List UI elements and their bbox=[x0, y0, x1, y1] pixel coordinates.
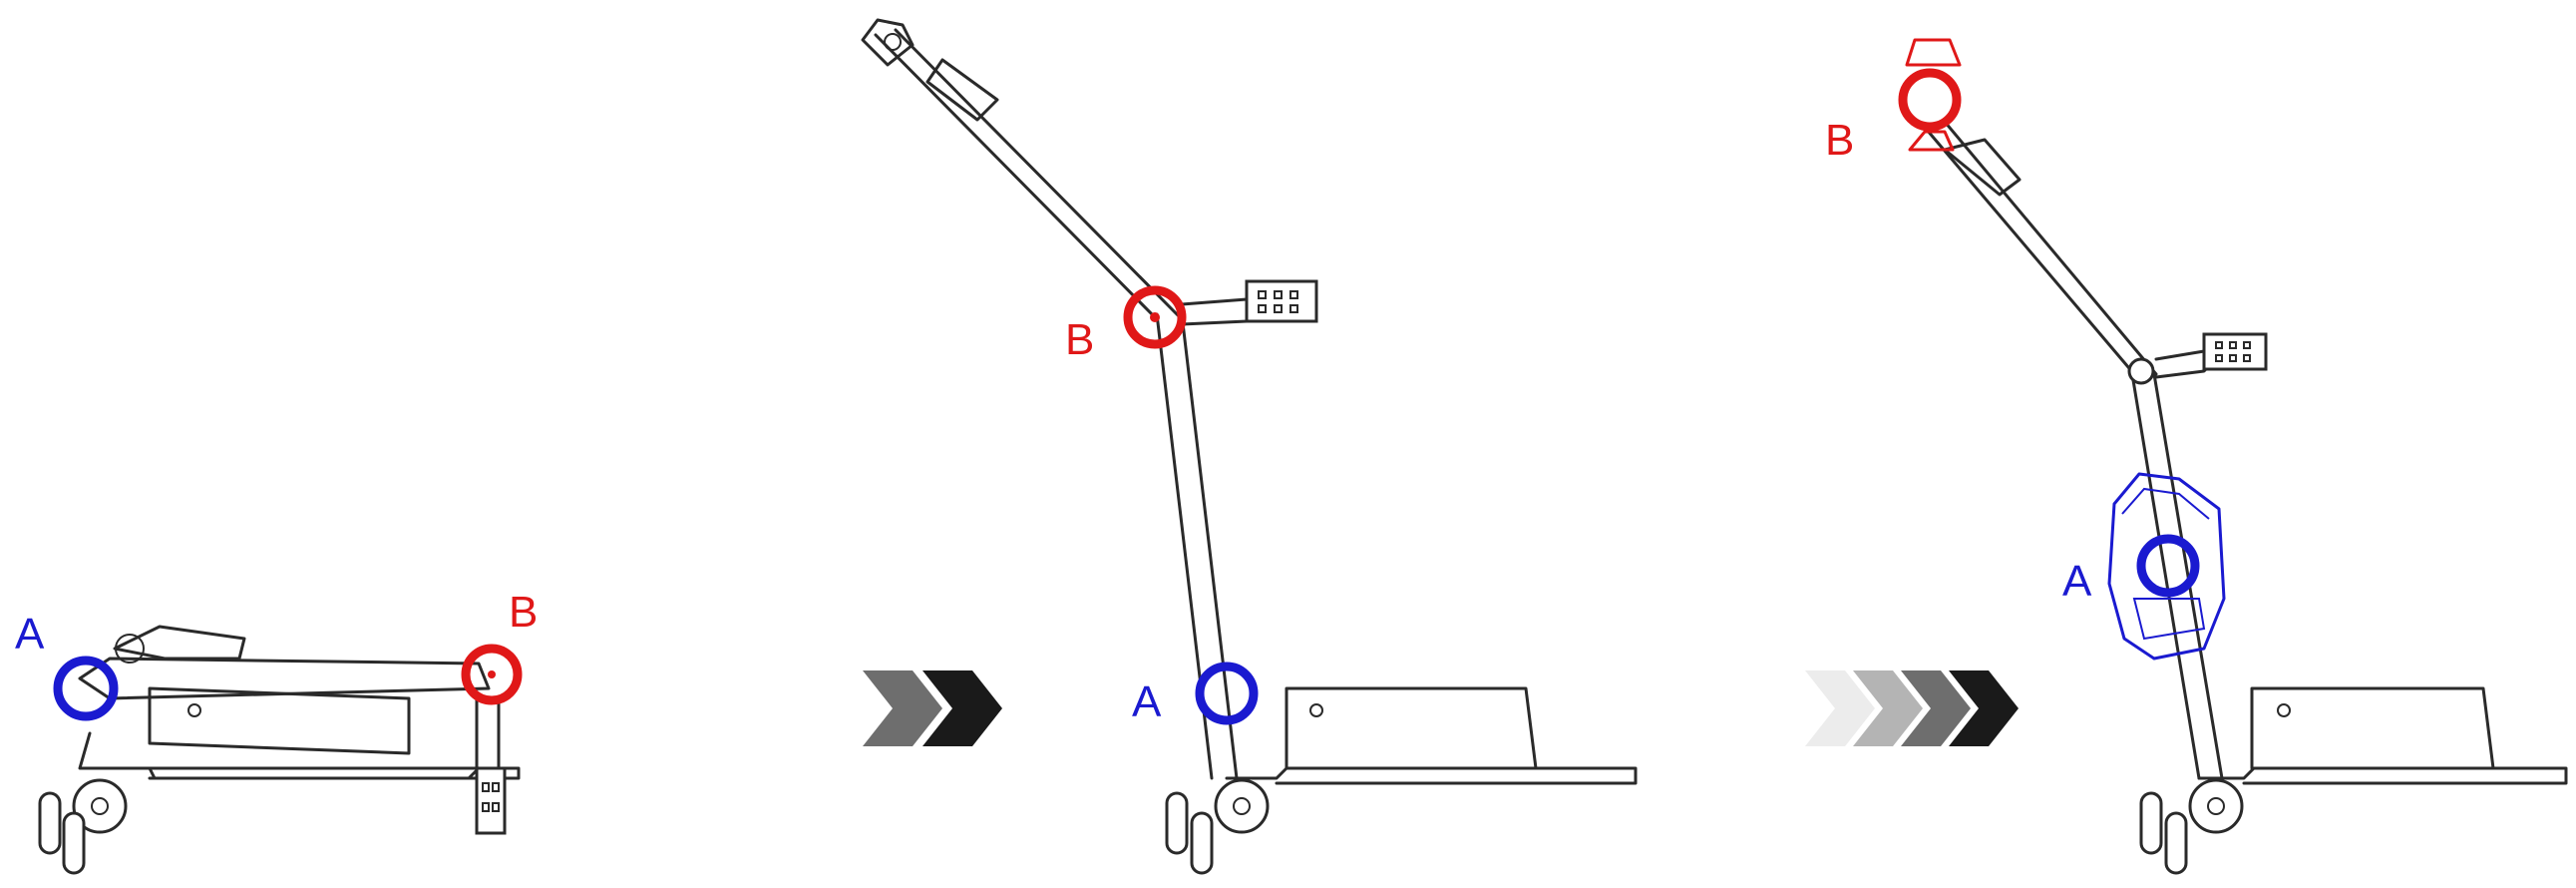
stage-3-point-a-marker: A bbox=[2062, 539, 2195, 606]
arrow-stage-2-to-3 bbox=[1805, 670, 2019, 746]
arrow-stage-1-to-2 bbox=[863, 670, 1002, 746]
stage-3-battery-mounted bbox=[1907, 40, 2566, 873]
stage-1-point-a-marker: A bbox=[15, 610, 114, 716]
stage-3-label-a: A bbox=[2062, 557, 2092, 606]
stage-3-label-b: B bbox=[1825, 116, 1854, 165]
stage-2-point-a-marker: A bbox=[1132, 666, 1254, 726]
stage-1-label-a: A bbox=[15, 610, 45, 659]
stage-2-label-a: A bbox=[1132, 677, 1162, 726]
stage-1-point-b-marker: B bbox=[466, 588, 538, 700]
stage-2-label-b: B bbox=[1065, 315, 1094, 364]
stage-1-folded bbox=[40, 627, 519, 873]
stage-2-unfolded bbox=[863, 20, 1636, 873]
chevron-icon bbox=[863, 670, 942, 746]
stage-1-label-b: B bbox=[509, 588, 538, 637]
